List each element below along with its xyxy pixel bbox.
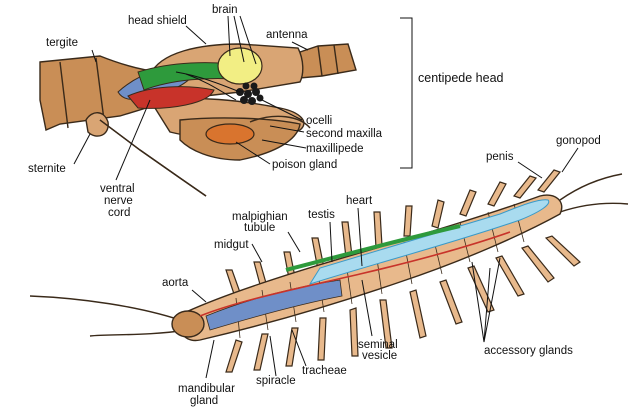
label-spiracle: spiracle	[256, 375, 296, 387]
label-brain: brain	[212, 4, 238, 16]
label-penis: penis	[486, 151, 514, 163]
heart-shape	[285, 224, 461, 272]
centipede-body-illustration	[29, 169, 629, 373]
label-testis: testis	[308, 209, 335, 221]
label-ocelli: ocelli	[306, 115, 332, 127]
seminal-vesicle-shape	[308, 199, 550, 285]
label-malpighian: malpighian	[232, 211, 288, 223]
label-centipede-head: centipede head	[418, 71, 504, 85]
label-gland: gland	[190, 395, 218, 407]
labels: brain head shield antenna tergite centip…	[28, 4, 601, 407]
centipede-head-illustration	[39, 43, 357, 197]
label-cord: cord	[108, 207, 130, 219]
label-poison-gland: poison gland	[272, 159, 337, 171]
label-sternite: sternite	[28, 163, 66, 175]
label-gonopod: gonopod	[556, 135, 601, 147]
label-mandibular: mandibular	[178, 383, 235, 395]
label-aorta: aorta	[162, 277, 189, 289]
label-second-maxilla: second maxilla	[306, 128, 383, 140]
aorta-shape	[199, 231, 511, 317]
legs	[225, 169, 581, 373]
body-head-shape	[171, 310, 205, 338]
label-antenna: antenna	[266, 29, 308, 41]
label-midgut: midgut	[214, 239, 249, 251]
label-maxillipede: maxillipede	[306, 143, 364, 155]
label-tergite: tergite	[46, 37, 78, 49]
leader-lines	[73, 15, 579, 379]
label-vesicle: vesicle	[362, 350, 397, 362]
head-bracket	[400, 17, 413, 169]
brain-shape	[217, 47, 263, 85]
label-seminal: seminal	[358, 339, 398, 351]
label-tubule: tubule	[244, 222, 275, 234]
label-tracheae: tracheae	[302, 365, 347, 377]
antenna-shape	[299, 43, 357, 79]
poison-gland-shape	[205, 123, 255, 145]
gland-red-shape	[127, 86, 215, 109]
label-ventral: ventral	[100, 183, 135, 195]
label-nerve: nerve	[104, 195, 133, 207]
label-accessory-glands: accessory glands	[484, 345, 573, 357]
label-heart: heart	[346, 195, 373, 207]
label-head-shield: head shield	[128, 15, 187, 27]
ocelli-cluster	[236, 82, 264, 105]
